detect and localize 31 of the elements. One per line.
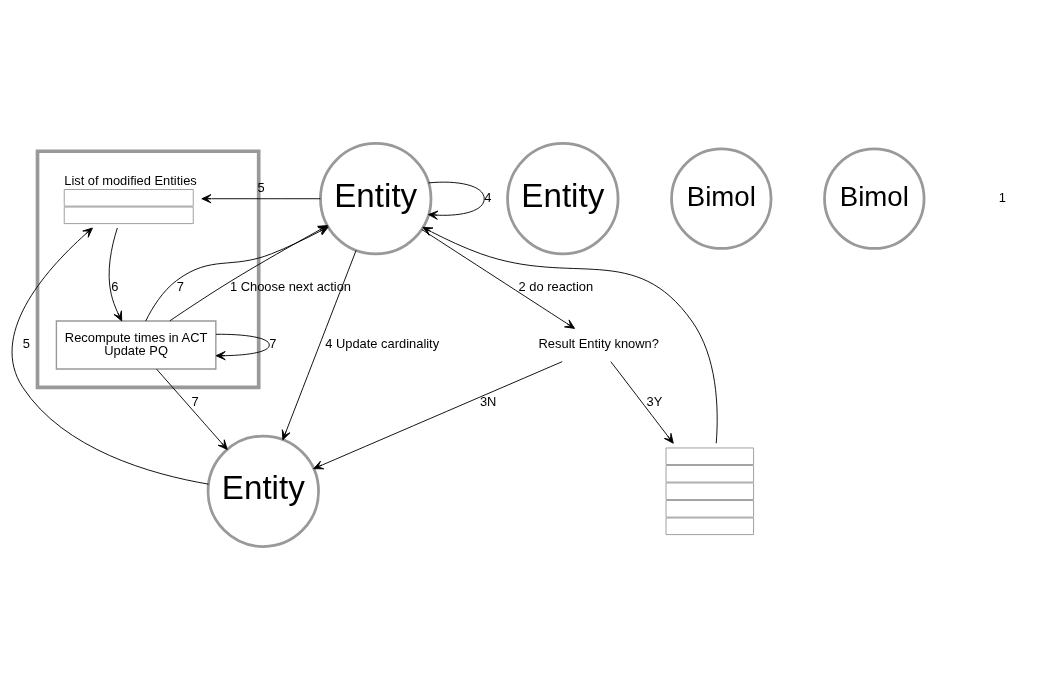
edge-label: 6 <box>111 278 119 294</box>
arrow <box>108 227 123 322</box>
arrow <box>201 194 321 204</box>
edge-label: 4 Update cardinality <box>325 336 440 352</box>
edge-label: 5 <box>22 336 31 352</box>
edge-label: 3N <box>479 394 497 409</box>
label: 1 <box>998 190 1006 206</box>
arrow <box>313 361 563 470</box>
node-circle: Entity <box>206 434 320 548</box>
edge-label: 4 <box>484 190 492 206</box>
node-text: Result Entity known? <box>538 336 659 352</box>
arrow <box>428 181 485 220</box>
edge-label: 7 <box>176 278 184 294</box>
node-circle: Entity <box>506 142 620 256</box>
edge-label: 2 do reaction <box>518 278 594 294</box>
edge-label: 3Y <box>646 394 663 409</box>
node-circle: Bimol <box>670 147 773 250</box>
arrow <box>215 333 270 361</box>
edge-label: 7 <box>269 336 277 352</box>
arrow <box>422 226 718 444</box>
arrow <box>11 227 210 485</box>
arrow <box>610 361 674 444</box>
node-label: List of modified Entities <box>64 173 197 189</box>
edge-label: 5 <box>257 180 265 196</box>
arrow <box>421 228 575 329</box>
edge-label: 1 Choose next action <box>229 278 352 294</box>
node-circle: Bimol <box>823 147 926 250</box>
arrow <box>156 368 228 450</box>
node-box: Recompute times in ACT Update PQ <box>55 320 217 370</box>
arrow <box>281 249 357 441</box>
edge-label: 7 <box>191 394 199 409</box>
